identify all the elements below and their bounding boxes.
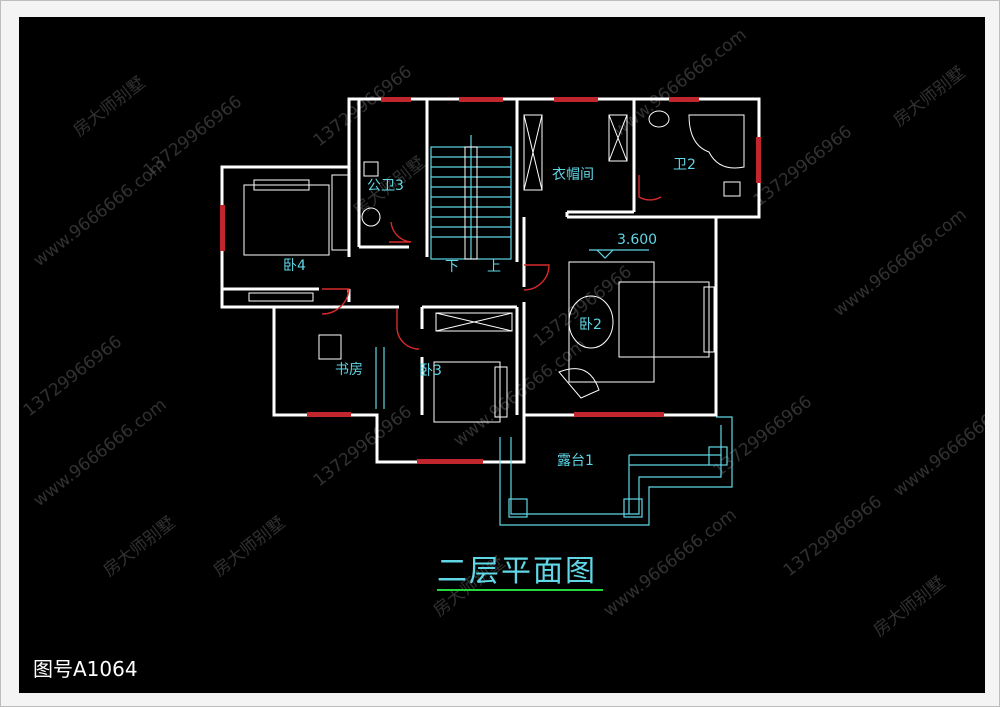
room-label-bath3: 公卫3 bbox=[367, 178, 404, 194]
floor-plan-drawing: 房大师别墅 13729966966 www.9666666.com 137299… bbox=[20, 25, 985, 681]
bed-3 bbox=[433, 361, 501, 423]
room-label-study: 书房 bbox=[335, 362, 363, 378]
staircase bbox=[430, 135, 512, 260]
doors bbox=[321, 175, 662, 350]
cad-canvas: 房大师别墅 13729966966 www.9666666.com 137299… bbox=[19, 17, 985, 693]
room-label-bath2: 卫2 bbox=[673, 157, 696, 173]
room-label-stair-down: 下 bbox=[445, 259, 459, 275]
drawing-title: 二层平面图 bbox=[437, 554, 597, 589]
room-label-bed4: 卧4 bbox=[283, 258, 306, 274]
window bbox=[459, 97, 503, 102]
beds bbox=[243, 179, 715, 423]
title-underline bbox=[437, 589, 603, 591]
bed-4 bbox=[243, 184, 330, 256]
room-label-terrace: 露台1 bbox=[557, 453, 594, 469]
watermark-text: www.9666666.com bbox=[830, 205, 971, 321]
walls bbox=[220, 97, 761, 464]
watermark-text: 13729966966 bbox=[780, 492, 886, 581]
window bbox=[669, 97, 699, 102]
window bbox=[574, 412, 664, 417]
windows bbox=[220, 97, 761, 464]
room-label-bed3: 卧3 bbox=[419, 363, 442, 379]
elevation-mark bbox=[589, 249, 649, 259]
room-label-stair-up: 上 bbox=[487, 259, 501, 275]
watermark-text: 13729966966 bbox=[310, 62, 416, 151]
watermark-text: 13729966966 bbox=[710, 392, 816, 481]
watermark-text: 房大师别墅 bbox=[70, 73, 149, 141]
watermark-text: www.9666666.com bbox=[30, 155, 171, 271]
door bbox=[389, 221, 412, 243]
room-label-closet: 衣帽间 bbox=[552, 167, 594, 183]
door bbox=[396, 309, 420, 350]
window bbox=[417, 459, 483, 464]
window bbox=[307, 412, 351, 417]
wardrobes bbox=[331, 114, 628, 332]
watermark-text: www.9666666.com bbox=[600, 505, 741, 621]
watermarks: 房大师别墅 13729966966 www.9666666.com 137299… bbox=[20, 25, 985, 641]
bed-2 bbox=[618, 281, 710, 358]
door bbox=[523, 264, 550, 291]
elevation-label: 3.600 bbox=[617, 232, 657, 248]
watermark-text: 房大师别墅 bbox=[890, 63, 969, 131]
watermark-text: 13729966966 bbox=[530, 262, 636, 351]
watermark-text: www.9666666.com bbox=[890, 385, 985, 501]
terrace-railing bbox=[375, 347, 733, 526]
watermark-text: 13729966966 bbox=[750, 122, 856, 211]
fixtures bbox=[318, 110, 745, 399]
window bbox=[554, 97, 598, 102]
door bbox=[321, 288, 350, 315]
window bbox=[756, 137, 761, 183]
drawing-number: 图号A1064 bbox=[33, 657, 138, 681]
door bbox=[638, 175, 662, 201]
room-label-bed2: 卧2 bbox=[579, 317, 602, 333]
window bbox=[220, 205, 225, 251]
watermark-text: www.9666666.com bbox=[30, 395, 171, 511]
watermark-text: 房大师别墅 bbox=[210, 513, 289, 581]
window bbox=[381, 97, 411, 102]
watermark-text: 房大师别墅 bbox=[870, 573, 949, 641]
watermark-text: www.9666666.com bbox=[610, 25, 751, 141]
room-labels: 公卫3 衣帽间 卫2 卧4 下 上 3.600 卧2 书房 卧3 露台1 bbox=[283, 157, 696, 469]
watermark-text: 13729966966 bbox=[20, 332, 126, 421]
watermark-text: 房大师别墅 bbox=[100, 513, 179, 581]
